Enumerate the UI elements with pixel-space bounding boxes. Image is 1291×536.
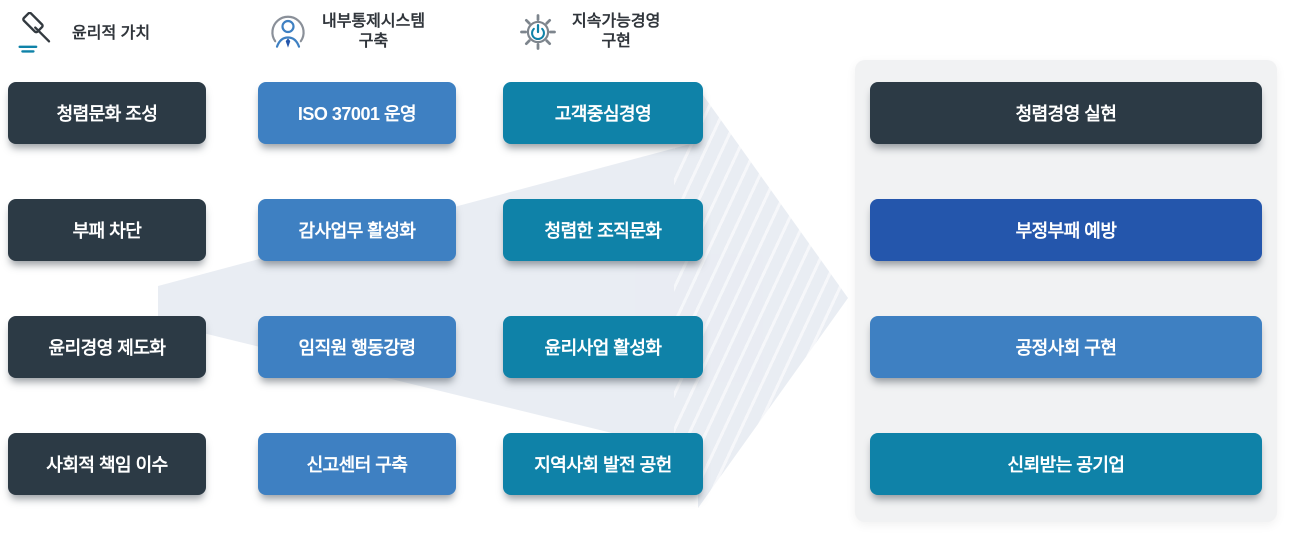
column-title: 내부통제시스템 <box>322 13 426 30</box>
step-box-label: 청렴문화 조성 <box>56 104 158 124</box>
result-box: 청렴경영 실현 <box>870 82 1262 144</box>
step-box-label: 부패 차단 <box>72 221 142 241</box>
step-box-label: 임직원 행동강령 <box>298 338 416 358</box>
step-box-label: 윤리경영 제도화 <box>48 338 166 358</box>
step-box: 고객중심경영 <box>503 82 703 144</box>
column-title: 지속가능경영 <box>572 13 661 30</box>
step-box-label: 윤리사업 활성화 <box>544 338 662 358</box>
step-box: 청렴한 조직문화 <box>503 199 703 261</box>
step-box: 사회적 책임 이수 <box>8 433 206 495</box>
column-header-internal-control: 내부통제시스템 구축 <box>266 10 425 54</box>
result-box-label: 청렴경영 실현 <box>1015 104 1117 124</box>
result-box: 공정사회 구현 <box>870 316 1262 378</box>
step-box-label: 사회적 책임 이수 <box>46 455 168 475</box>
step-box-label: 감사업무 활성화 <box>298 221 416 241</box>
step-box: 임직원 행동강령 <box>258 316 456 378</box>
step-box-label: 청렴한 조직문화 <box>544 221 662 241</box>
step-box-label: 고객중심경영 <box>554 104 652 124</box>
result-box-label: 공정사회 구현 <box>1015 338 1117 358</box>
step-box: 감사업무 활성화 <box>258 199 456 261</box>
column-title-line2: 구축 <box>358 33 389 50</box>
step-box: 청렴문화 조성 <box>8 82 206 144</box>
result-box-label: 부정부패 예방 <box>1015 221 1117 241</box>
step-box: 지역사회 발전 공헌 <box>503 433 703 495</box>
result-box: 신뢰받는 공기업 <box>870 433 1262 495</box>
step-box: 신고센터 구축 <box>258 433 456 495</box>
step-box: 윤리사업 활성화 <box>503 316 703 378</box>
step-box: ISO 37001 운영 <box>258 82 456 144</box>
gear-icon <box>516 10 560 54</box>
column-title-line2: 구현 <box>601 33 631 50</box>
step-box-label: 신고센터 구축 <box>306 455 408 475</box>
step-box: 윤리경영 제도화 <box>8 316 206 378</box>
step-box-label: ISO 37001 운영 <box>297 104 417 124</box>
result-box-label: 신뢰받는 공기업 <box>1007 455 1125 475</box>
gavel-icon <box>16 12 60 56</box>
column-title: 윤리적 가치 <box>72 25 151 42</box>
step-box: 부패 차단 <box>8 199 206 261</box>
result-box: 부정부패 예방 <box>870 199 1262 261</box>
column-header-sustainable-management: 지속가능경영 구현 <box>516 10 660 54</box>
column-header-ethical-values: 윤리적 가치 <box>16 12 150 56</box>
people-icon <box>266 10 310 54</box>
step-box-label: 지역사회 발전 공헌 <box>534 455 672 475</box>
